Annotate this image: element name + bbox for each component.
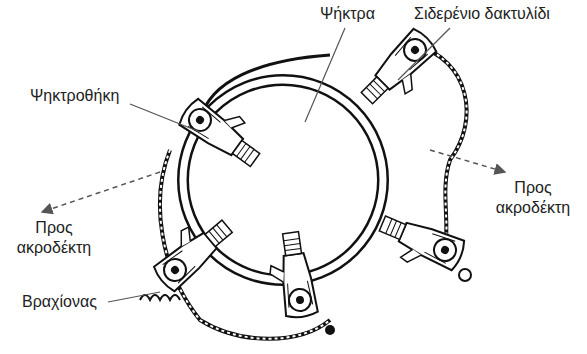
part-label: Ψήκτρα (318, 4, 377, 24)
part-label: Προς ακροδέκτη (483, 178, 583, 218)
terminal-arrow (430, 150, 505, 172)
leader-line (108, 292, 160, 302)
part-label: Προς ακροδέκτη (4, 218, 104, 258)
part-label: Σιδερένιο δακτυλίδι (412, 4, 552, 24)
leader-line (398, 28, 450, 80)
part-label: Βραχίονας (20, 292, 99, 312)
leader-line (305, 28, 345, 122)
terminal-arrow (42, 172, 160, 212)
part-label: Ψηκτροθήκη (28, 86, 121, 106)
leader-line (130, 104, 200, 132)
